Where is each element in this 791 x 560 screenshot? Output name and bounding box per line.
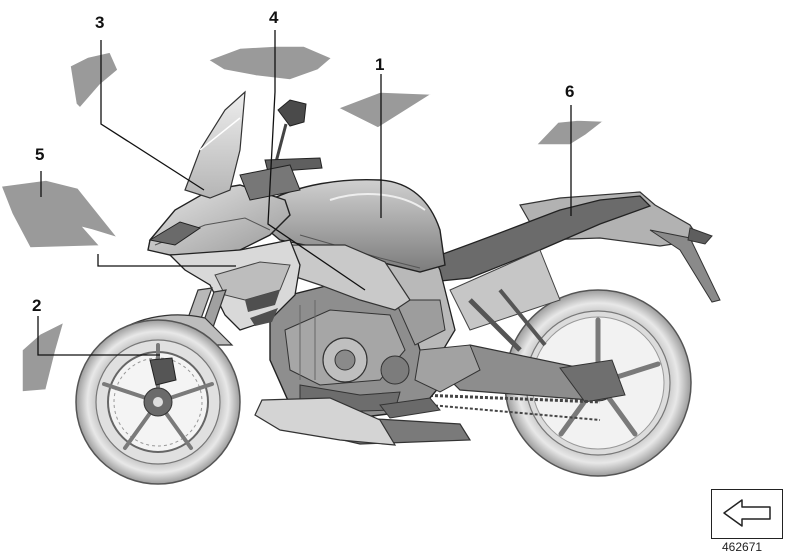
callout-4: 4 xyxy=(269,8,279,27)
sticker-1 xyxy=(336,91,435,129)
navigation-button[interactable] xyxy=(711,489,783,539)
callout-3: 3 xyxy=(95,13,104,32)
arrow-left-icon xyxy=(723,499,771,527)
callout-numbers: 1 2 3 4 5 6 xyxy=(32,8,574,315)
sticker-2 xyxy=(21,320,66,393)
callout-2: 2 xyxy=(32,296,41,315)
callout-1: 1 xyxy=(375,55,384,74)
sticker-3 xyxy=(69,51,119,110)
motorcycle-illustration xyxy=(75,90,721,485)
sticker-6 xyxy=(534,119,607,146)
leader-lines xyxy=(37,30,572,356)
callout-6: 6 xyxy=(565,82,574,101)
front-fairing xyxy=(147,184,301,331)
callout-5: 5 xyxy=(35,145,44,164)
sticker-5 xyxy=(0,179,121,249)
engine xyxy=(269,284,446,421)
document-number: 462671 xyxy=(722,540,763,554)
front-wheel xyxy=(75,319,241,485)
sticker-4 xyxy=(206,45,334,81)
